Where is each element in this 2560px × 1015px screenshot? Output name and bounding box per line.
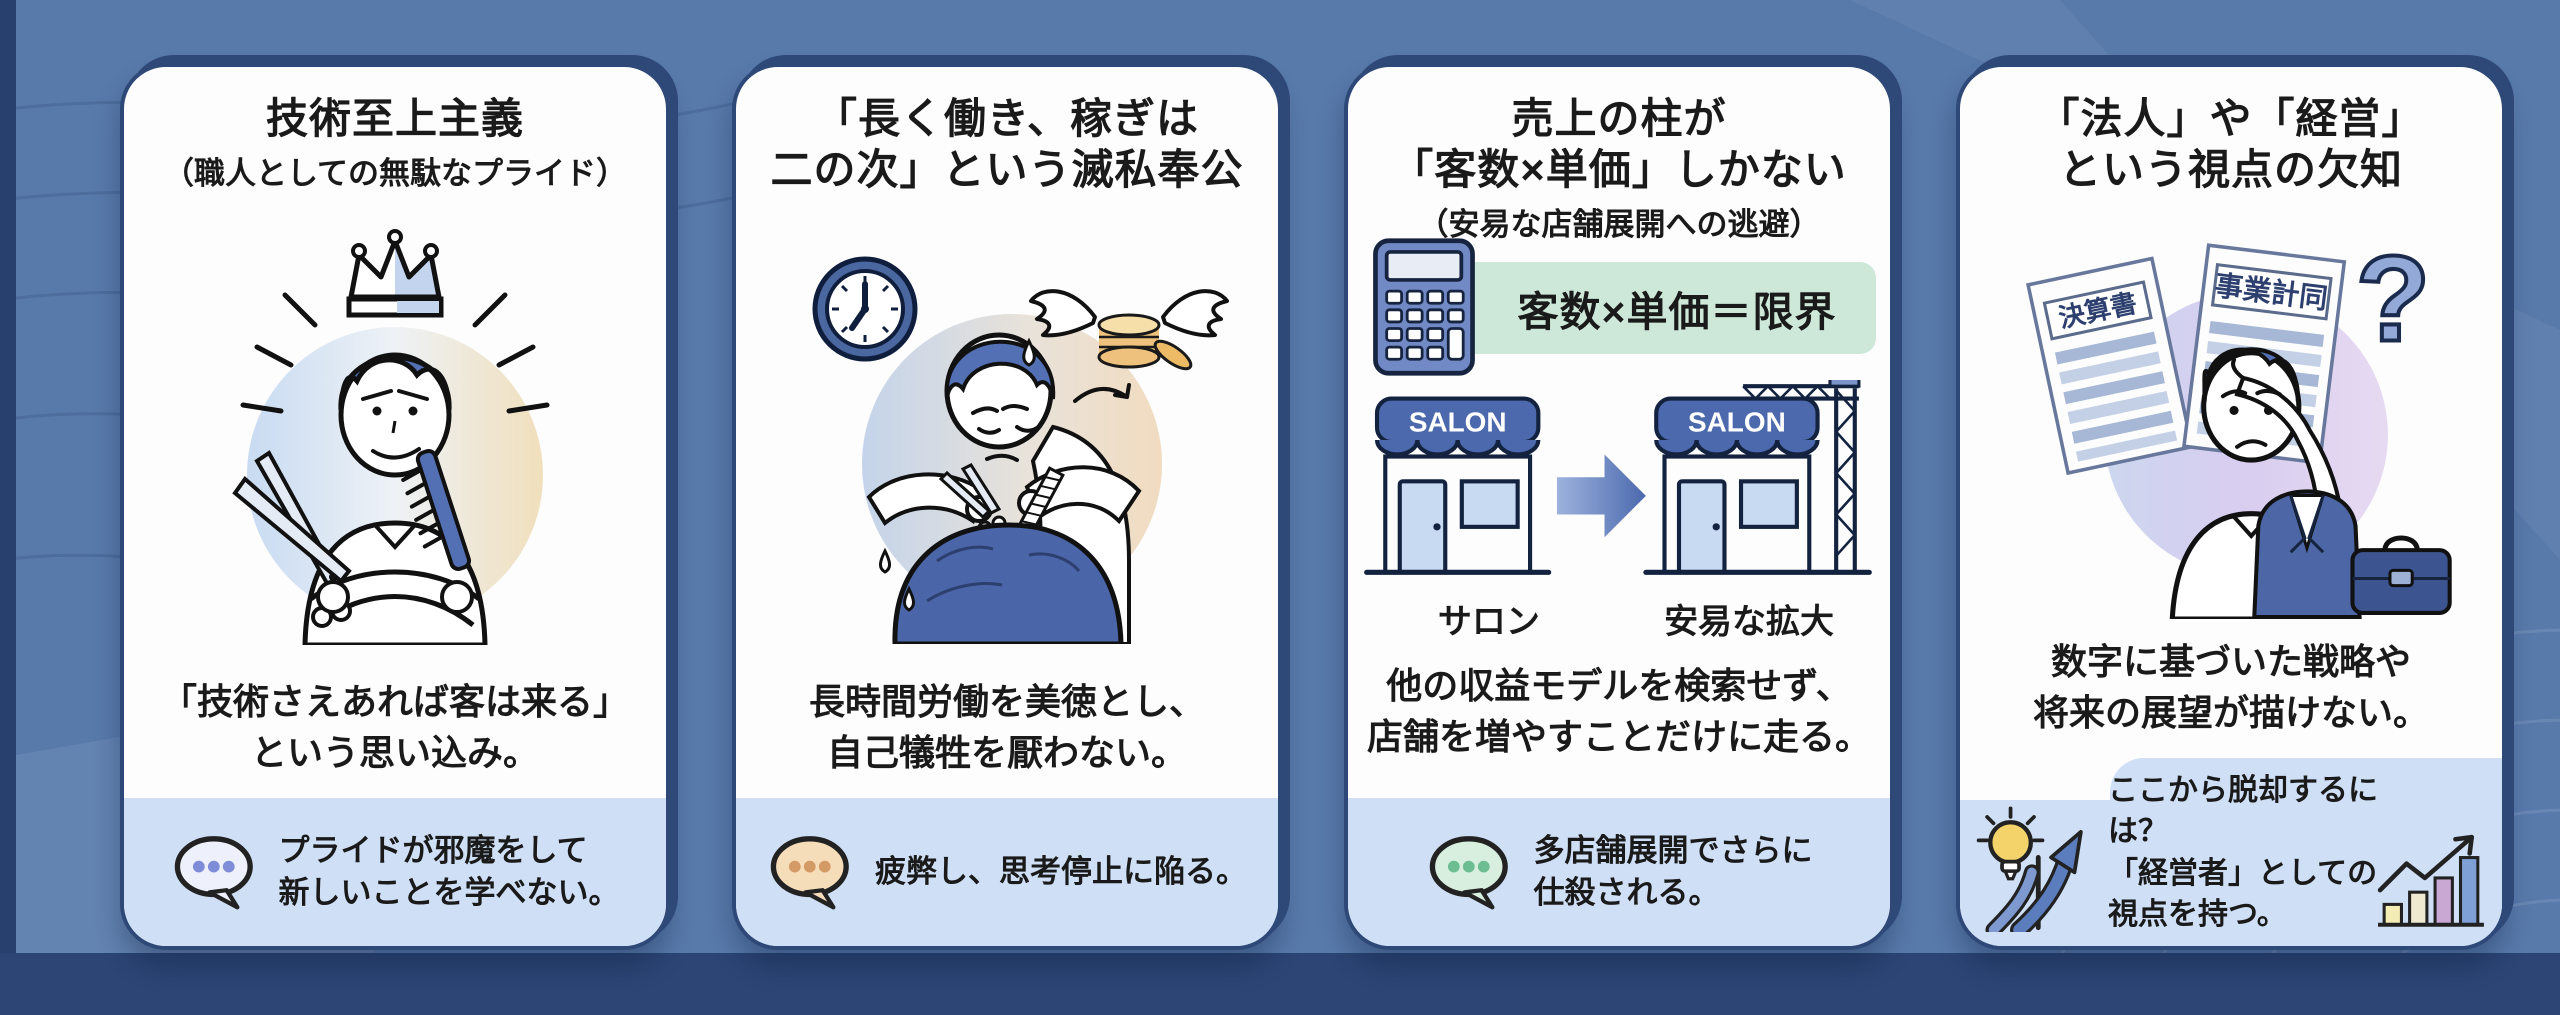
card4-footer: ここから脱却するには？ 「経営者」としての 視点を持つ。 [1960,758,2502,946]
comb-icon [401,449,472,572]
card2-title-line1: 「長く働き、稼ぎは [814,95,1200,142]
card-no-management-view: 「法人」や「経営」 という視点の欠知 [1956,63,2506,950]
card3-footer-line2: 仕殺される。 [1533,875,1720,910]
card-self-sacrifice: 「長く働き、稼ぎは 二の次」という滅私奉公 [732,63,1282,950]
scissors-icon [232,450,352,629]
card3-footer-text: 多店舗展開でさらに 仕殺される。 [1534,830,1813,914]
financial-statement-doc: 決算書 [2025,256,2194,475]
card-single-revenue-pillar: 売上の柱が 「客数×単価」しかない （安易な店舗展開への逃避） 客数×単価＝限界 [1344,63,1894,950]
card3-body-line1: 他の収益モデルを検索せず、 [1386,665,1852,707]
card1-body-line1: 「技術さえあれば客は来る」 [160,681,629,723]
sweat-drop [879,547,891,574]
card2-footer-line1: 疲弊し、思考停止に陥る。 [875,854,1247,890]
card1-footer: プライドが邪魔をして 新しいことを学べない。 [124,798,666,946]
card3-body: 他の収益モデルを検索せず、 店舗を増やすことだけに走る。 [1348,661,1890,762]
briefcase-icon [2350,535,2452,615]
salon-store-left: SALON [1364,397,1552,576]
card1-footer-line1: プライドが邪魔をして [278,833,588,869]
left-fist [316,580,350,615]
sweat-drop [1022,337,1036,367]
lightbulb-icon [1976,806,2045,881]
card4-illustration: 決算書 事業計同 ? [1960,195,2502,637]
card2-title: 「長く働き、稼ぎは 二の次」という滅私奉公 [736,93,1278,195]
card4-footer-line1: ここから脱却するには？ [2108,774,2378,849]
card4-title-line2: という視点の欠知 [2058,146,2403,194]
store-labels: サロン 安易な拡大 [1348,594,1890,643]
card4-body: 数字に基づいた戦略や 将来の展望が描けない。 [1960,637,2502,738]
right-fist [440,580,474,615]
card2-illustration [736,195,1278,677]
bottom-edge-band [0,953,2560,1015]
card1-footer-text: プライドが邪魔をして 新しいことを学べない。 [279,830,620,914]
client-hair [892,522,1124,644]
salon-expansion-illustration: SALON [1364,380,1872,576]
upward-fork-arrow-icon [1985,829,2083,932]
card1-body: 「技術さえあれば客は来る」 という思い込み。 [124,677,666,778]
idea-arrow-icon [1976,806,2083,932]
card2-footer: 疲弊し、思考停止に陥る。 [736,798,1278,946]
card3-title: 売上の柱が 「客数×単価」しかない [1348,93,1890,195]
formula-text: 客数×単価＝限界 [1517,289,1837,336]
card1-subtitle: （職人としての無駄なプライド） [162,156,628,192]
overworked-barber-illustration [812,256,1229,644]
card1-body-line2: という思い込み。 [250,731,539,773]
card4-title-line1: 「法人」や「経営」 [2037,95,2425,142]
left-edge-band [0,0,16,1015]
card4-footer-line3: 視点を持つ。 [2108,898,2287,932]
small-comb-icon [1016,465,1065,536]
card1-title: 技術至上主義 [124,93,666,144]
card2-body-line1: 長時間労働を美徳とし、 [808,681,1205,723]
card-technique-supremacy: 技術至上主義 （職人としての無駄なプライド） [120,63,670,950]
card4-body-line2: 将来の展望が描けない。 [2032,691,2429,733]
card4-footer-text: ここから脱却するには？ 「経営者」としての 視点を持つ。 [2108,770,2418,936]
card3-body-line2: 店舗を増やすことだけに走る。 [1366,715,1871,757]
card2-body: 長時間労働を美徳とし、 自己犠牲を厭わない。 [736,677,1278,778]
speech-bubble-icon [1429,836,1508,910]
store-label-expansion: 安易な拡大 [1664,603,1835,642]
clock-icon [812,256,918,362]
proud-barber-illustration [232,229,550,646]
calculator-icon [1373,238,1475,377]
flying-money-icon [1029,288,1229,371]
card3-footer: 多店舗展開でさらに 仕殺される。 [1348,798,1890,946]
card1-title-line: 技術至上主義 [265,95,524,142]
card3-title-line2: 「客数×単価」しかない [1391,146,1847,194]
card3-illustration: SALON [1348,380,1890,592]
card3-footer-line1: 多店舗展開でさらに [1533,833,1813,869]
salon-store-right: SALON [1643,380,1872,576]
card1-illustration [124,193,666,677]
card3-subtitle: （安易な店舗展開への逃避） [1417,207,1821,243]
question-mark-icon: ? [2356,230,2430,366]
arrow-right-icon [1556,454,1646,538]
speech-bubble-icon [174,836,253,910]
sweat-drop [903,585,915,612]
card3-title-line1: 売上の柱が [1511,95,1727,142]
formula-pill: 客数×単価＝限界 [1373,238,1876,377]
crown-icon [346,229,444,318]
growth-chart-icon [2377,834,2484,927]
confused-owner-illustration: 決算書 事業計同 ? [2025,228,2452,619]
salon-sign-left: SALON [1409,407,1507,438]
card2-footer-text: 疲弊し、思考停止に陥る。 [875,851,1247,893]
card2-title-line2: 二の次」という滅私奉公 [770,146,1244,194]
salon-sign-right: SALON [1688,407,1786,438]
suit-jacket-icon [2252,489,2362,619]
sparkle-rays [240,292,550,414]
card4-footer-line2: 「経営者」としての [2108,856,2378,890]
card4-body-line1: 数字に基づいた戦略や [2050,641,2411,683]
card4-title: 「法人」や「経営」 という視点の欠知 [1960,93,2502,195]
store-label-salon: サロン [1437,603,1540,642]
card1-footer-line2: 新しいことを学べない。 [278,875,620,910]
card2-body-line2: 自己犠牲を厭わない。 [826,731,1187,773]
speech-bubble-icon [770,836,849,910]
